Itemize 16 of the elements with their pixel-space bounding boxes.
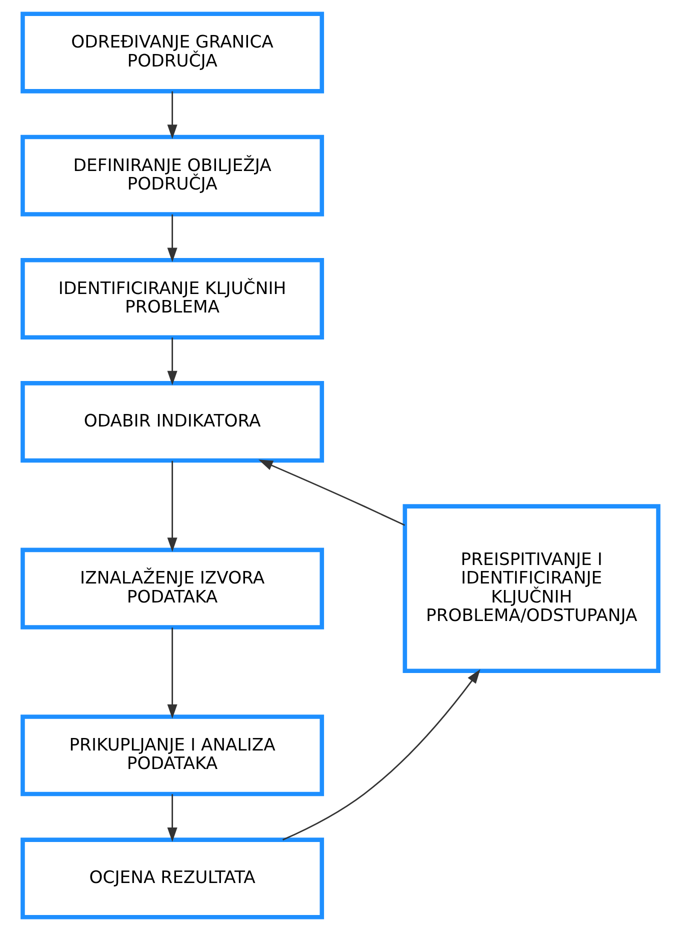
- node-box: ODABIR INDIKATORA: [20, 381, 324, 463]
- arrow: [167, 338, 178, 386]
- arrow: [258, 460, 406, 526]
- arrow: [167, 628, 178, 719]
- node-box: PREISPITIVANJE I IDENTIFICIRANJE KLJUČNIH PROBLEMA/ODSTUPANJA: [402, 504, 660, 674]
- arrow: [167, 794, 178, 842]
- node-box: IDENTIFICIRANJE KLJUČNIH PROBLEMA: [20, 258, 324, 340]
- node-box: OCJENA REZULTATA: [20, 838, 324, 920]
- node-box: IZNALAŽENJE IZVORA PODATAKA: [20, 548, 324, 630]
- node-box: PRIKUPLJANJE I ANALIZA PODATAKA: [20, 714, 324, 796]
- arrow: [167, 214, 178, 262]
- node-box: ODREĐIVANJE GRANICA PODRUČJA: [20, 12, 324, 94]
- node-box: DEFINIRANJE OBILJEŽJA PODRUČJA: [20, 134, 324, 216]
- arrow: [167, 91, 178, 139]
- arrow: [167, 460, 178, 552]
- arrow: [282, 669, 480, 840]
